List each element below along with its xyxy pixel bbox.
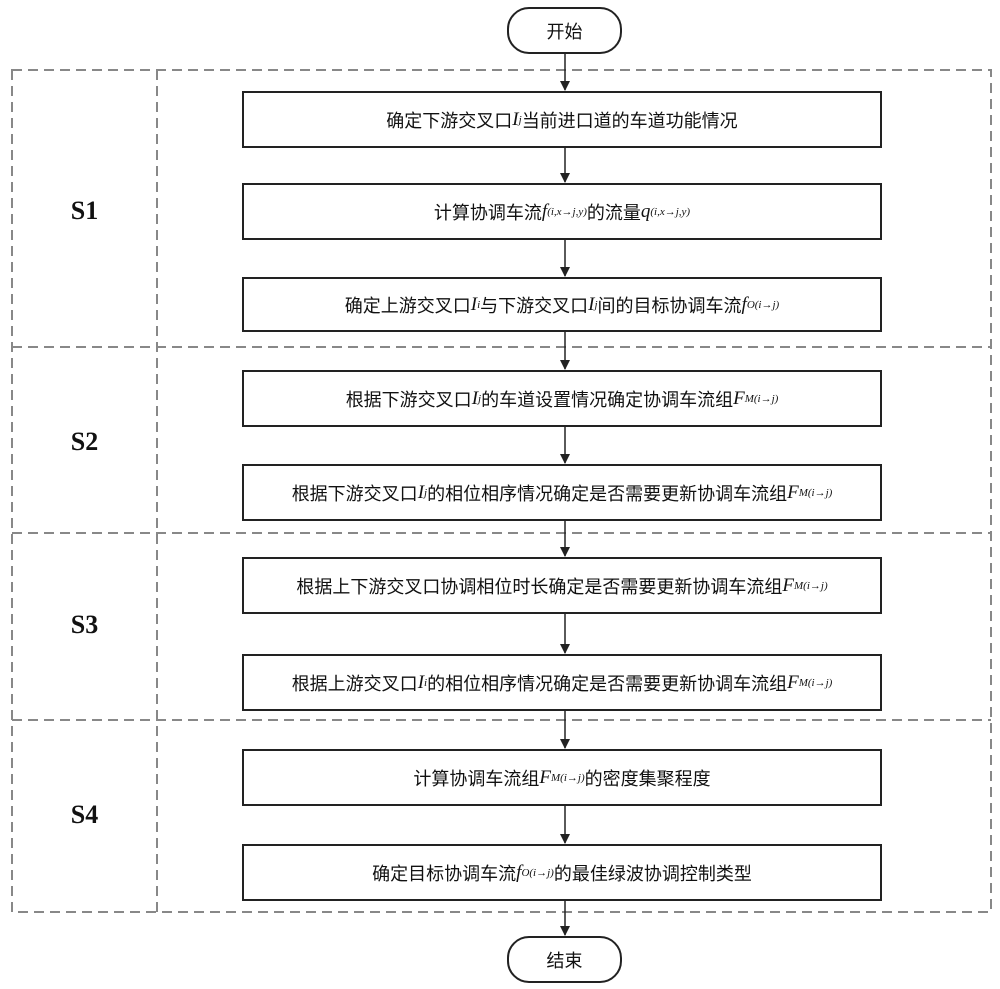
step-8-sub-1: M(i→j) [551, 771, 585, 784]
step-3-var-1: I [470, 293, 478, 315]
step-8-pre: 计算协调车流组 [413, 768, 540, 790]
start-terminal: 开始 [507, 7, 622, 54]
end-terminal: 结束 [507, 936, 622, 983]
step-1-pre: 确定下游交叉口 [386, 110, 513, 132]
step-3-post: 间的目标协调车流 [597, 295, 742, 317]
step-4-var-1: I [471, 387, 479, 409]
step-8-mid: 的密度集聚程度 [584, 768, 711, 790]
step-2-var-1: f [541, 200, 548, 222]
step-1-sub: j [518, 113, 522, 126]
step-7-sub-1: i [424, 676, 428, 689]
step-6-sub-1: M(i→j) [794, 579, 828, 592]
step-9-mid: 的最佳绿波协调控制类型 [553, 863, 752, 885]
step-5-mid: 的相位相序情况确定是否需要更新协调车流组 [427, 483, 788, 505]
step-7-mid: 的相位相序情况确定是否需要更新协调车流组 [427, 673, 788, 695]
step-2-var-2: q [640, 200, 651, 222]
step-9-var-1: f [516, 861, 522, 883]
step-3-sub-3: O(i→j) [746, 298, 780, 311]
step-6-pre: 根据上下游交叉口协调相位时长确定是否需要更新协调车流组 [296, 576, 783, 598]
step-2-sub-1: (i,x→j,y) [547, 205, 587, 218]
stage-label-s3: S3 [70, 610, 99, 639]
stage-frames [11, 69, 992, 913]
step-1-var: I [512, 108, 519, 130]
step-4-pre: 根据下游交叉口 [345, 389, 472, 411]
step-5-var-1: I [417, 481, 425, 503]
step-2-pre: 计算协调车流 [433, 202, 542, 224]
step-1-mid: 当前进口道的车道功能情况 [521, 110, 738, 132]
step-3-pre: 确定上游交叉口 [344, 295, 471, 317]
step-9-pre: 确定目标协调车流 [372, 863, 517, 885]
step-2-mid: 的流量 [586, 202, 641, 224]
step-2-sub-2: (i,x→j,y) [650, 205, 691, 218]
end-label: 结束 [546, 950, 583, 972]
stage-label-s2: S2 [70, 427, 99, 456]
stage-label-s1: S1 [70, 196, 99, 225]
step-3-var-2: I [588, 293, 595, 315]
step-7-pre: 根据上游交叉口 [291, 673, 418, 695]
step-4-mid: 的车道设置情况确定协调车流组 [481, 389, 734, 411]
step-3-var-3: f [741, 293, 747, 315]
step-4-var-2: F [733, 387, 745, 409]
step-7-sub-2: M(i→j) [798, 676, 833, 689]
step-7-var-1: I [417, 671, 425, 693]
step-5-pre: 根据下游交叉口 [291, 483, 418, 505]
step-4-sub-2: M(i→j) [744, 392, 779, 405]
step-4-sub-1: j [478, 392, 482, 405]
step-5-var-2: F [787, 481, 799, 503]
step-9-sub-1: O(i→j) [521, 866, 554, 879]
step-5-sub-2: M(i→j) [798, 486, 833, 499]
step-6-var-1: F [782, 574, 794, 596]
step-8-var-1: F [539, 766, 551, 788]
step-3-sub-1: i [477, 298, 481, 311]
stage-label-s4: S4 [70, 800, 99, 829]
step-5-sub-1: j [424, 486, 428, 499]
step-3-mid: 与下游交叉口 [480, 295, 589, 317]
step-3-sub-2: j [594, 298, 598, 311]
start-label: 开始 [546, 21, 583, 43]
step-7-var-2: F [787, 671, 799, 693]
